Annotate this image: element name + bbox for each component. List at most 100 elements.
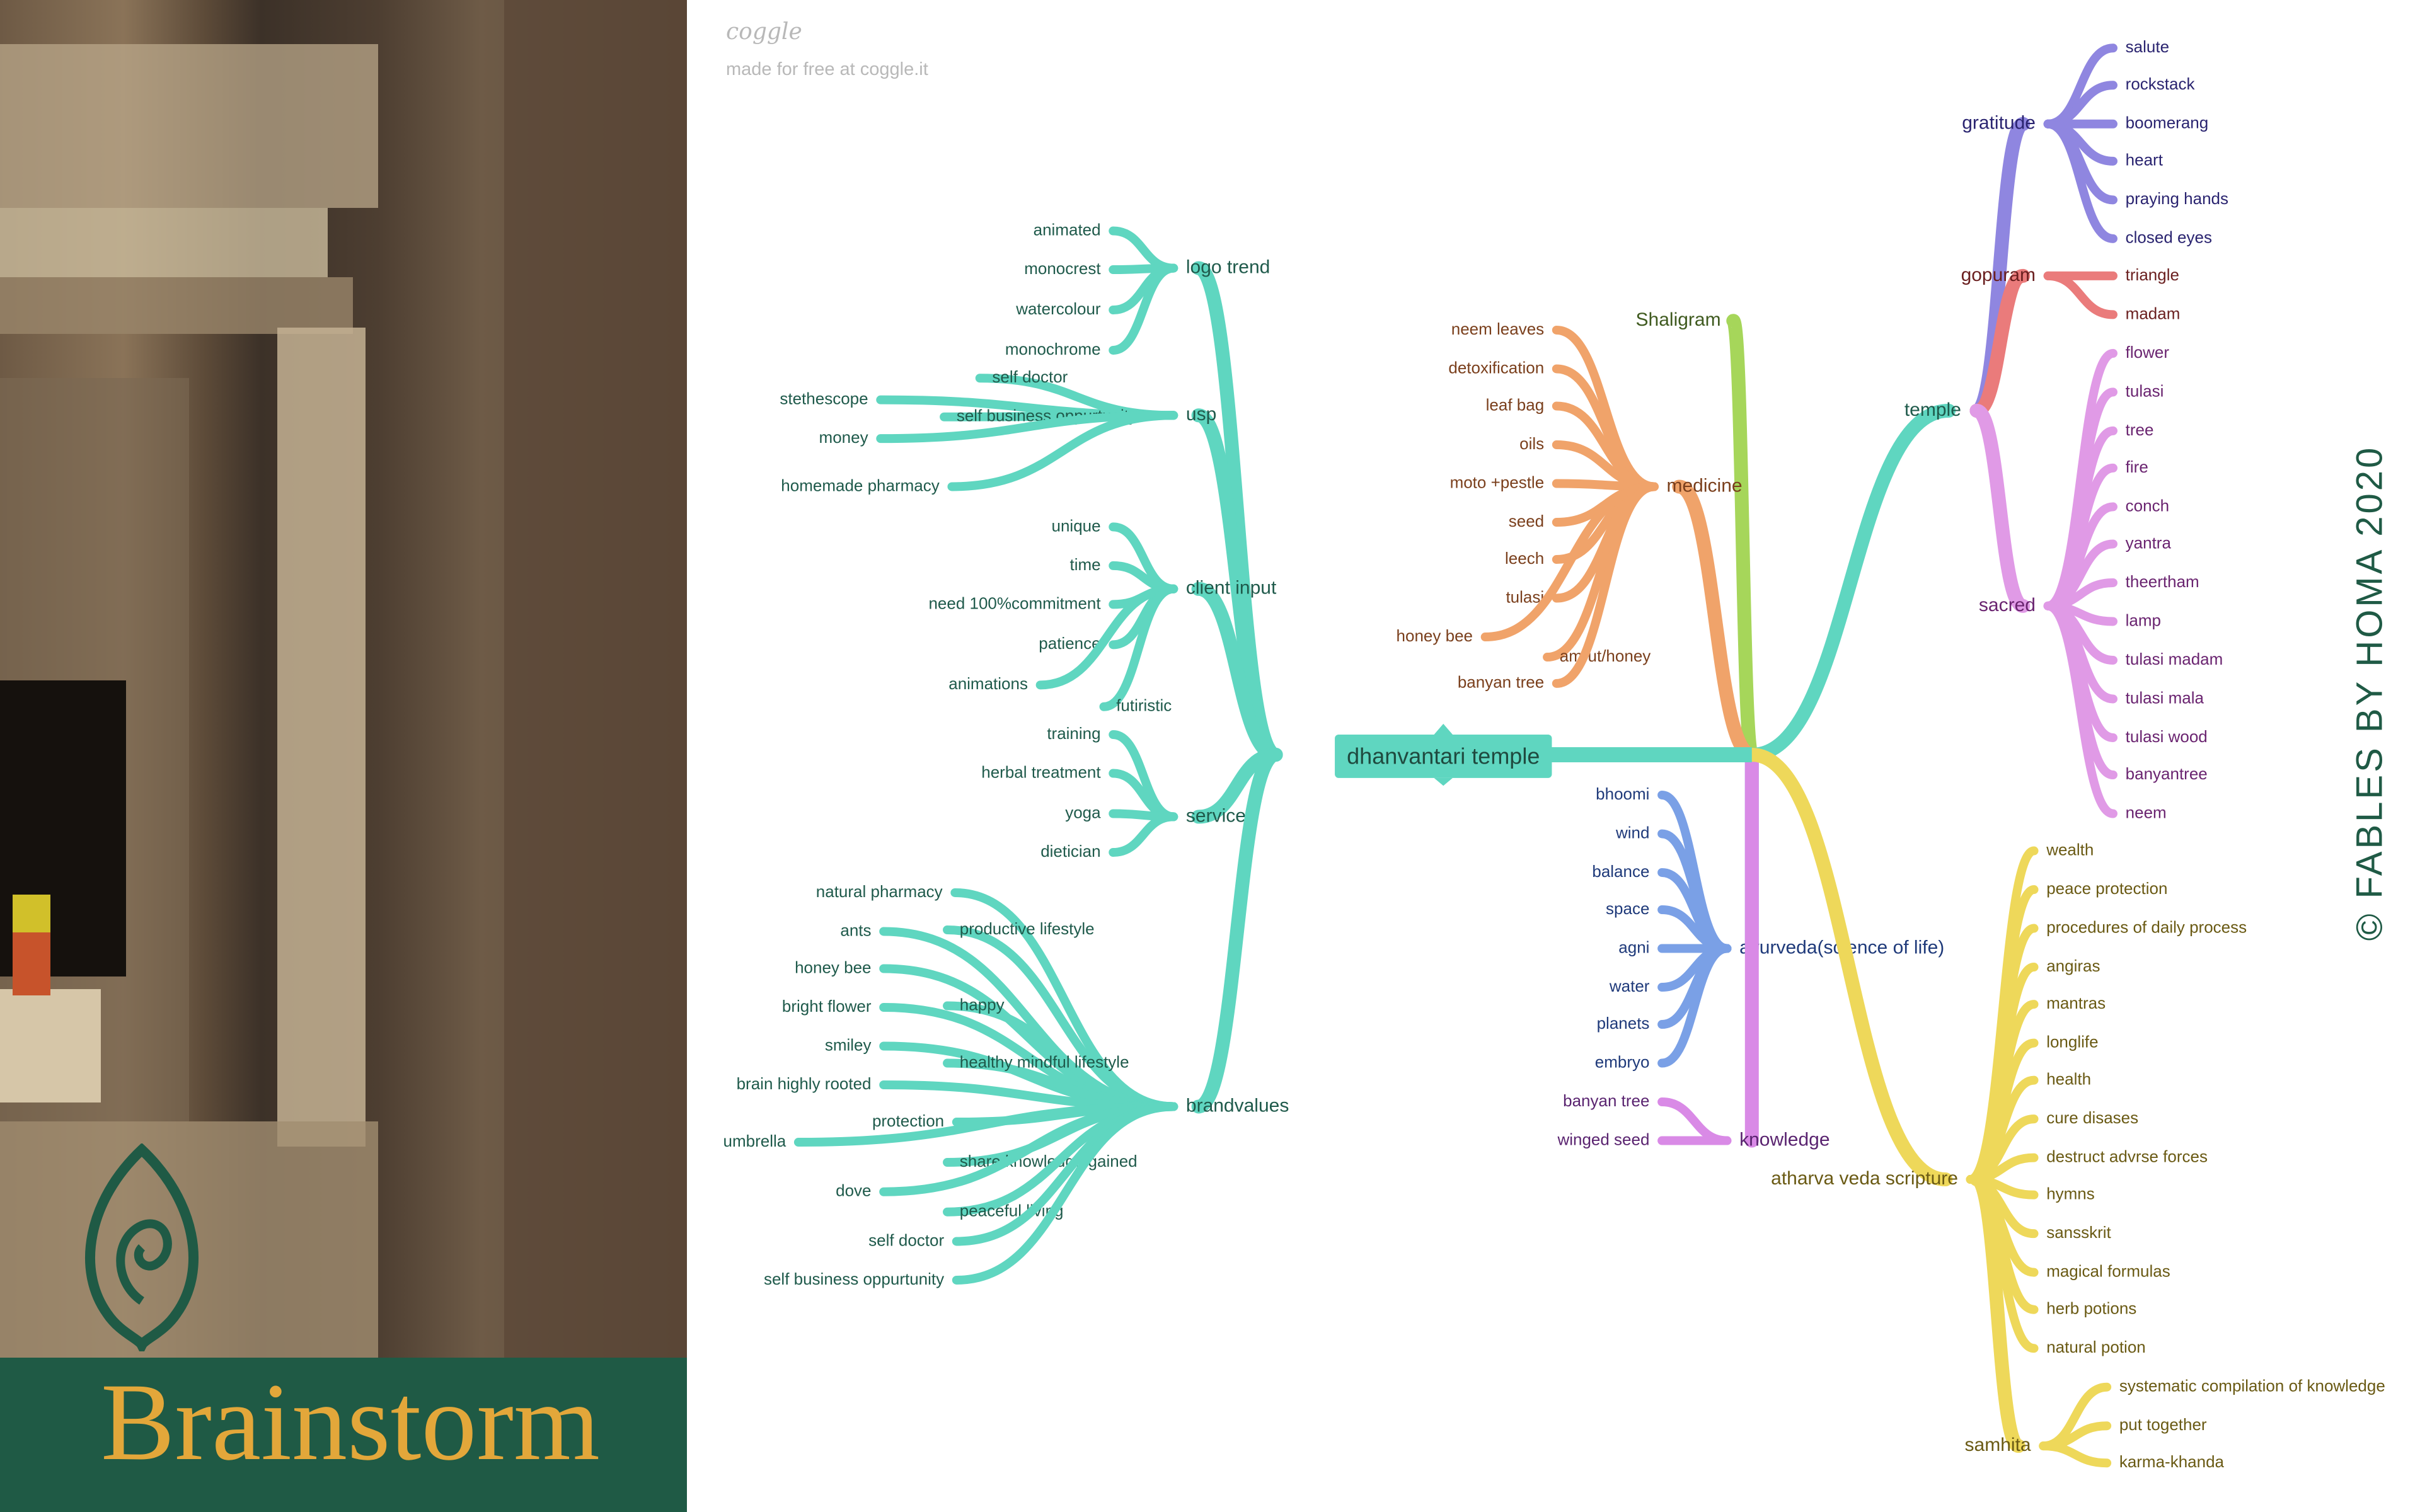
leaf-node[interactable]: sansskrit [2046, 1223, 2111, 1242]
branch-node[interactable]: samhita [1965, 1435, 2031, 1455]
leaf-node[interactable]: animated [1034, 220, 1101, 239]
leaf-node[interactable]: honey bee [795, 958, 871, 976]
leaf-node[interactable]: tree [2126, 420, 2154, 439]
leaf-node[interactable]: self doctor [868, 1230, 944, 1249]
leaf-node[interactable]: herbal treatment [981, 762, 1101, 781]
leaf-node[interactable]: agni [1618, 937, 1649, 956]
leaf-node[interactable]: oils [1519, 434, 1544, 453]
leaf-node[interactable]: destruct advrse forces [2046, 1147, 2208, 1166]
leaf-node[interactable]: self doctor [992, 367, 1068, 386]
branch-node[interactable]: service [1186, 805, 1246, 826]
leaf-node[interactable]: longlife [2046, 1032, 2098, 1051]
branch-node[interactable]: logo trend [1186, 257, 1270, 278]
leaf-node[interactable]: protection [872, 1111, 944, 1130]
branch-node[interactable]: atharva veda scripture [1771, 1168, 1958, 1189]
leaf-node[interactable]: monocrest [1024, 259, 1101, 278]
leaf-node[interactable]: yantra [2126, 533, 2172, 552]
leaf-node[interactable]: ants [840, 920, 871, 939]
leaf-node[interactable]: mantras [2046, 994, 2106, 1012]
leaf-node[interactable]: healthy mindful lifestyle [960, 1052, 1129, 1071]
branch-node[interactable]: temple [1904, 399, 1961, 420]
branch-node[interactable]: sacred [1979, 595, 2036, 616]
leaf-node[interactable]: leaf bag [1486, 395, 1545, 414]
leaf-node[interactable]: winged seed [1557, 1130, 1649, 1148]
leaf-node[interactable]: stethescope [780, 389, 868, 408]
leaf-node[interactable]: madam [2126, 304, 2181, 323]
leaf-node[interactable]: natural pharmacy [816, 882, 943, 901]
leaf-node[interactable]: bright flower [782, 997, 872, 1016]
leaf-node[interactable]: smiley [825, 1035, 872, 1054]
leaf-node[interactable]: animations [948, 674, 1028, 693]
leaf-node[interactable]: put together [2119, 1415, 2207, 1434]
leaf-node[interactable]: systematic compilation of knowledge [2119, 1377, 2385, 1395]
root-node-box[interactable] [1335, 735, 1552, 778]
branch-node[interactable]: usp [1186, 404, 1216, 425]
leaf-node[interactable]: neem [2126, 803, 2167, 822]
leaf-node[interactable]: banyantree [2126, 764, 2208, 783]
leaf-node[interactable]: health [2046, 1069, 2091, 1088]
leaf-node[interactable]: time [1069, 555, 1100, 574]
leaf-node[interactable]: unique [1052, 516, 1101, 535]
leaf-node[interactable]: rockstack [2126, 74, 2196, 93]
leaf-node[interactable]: dove [836, 1181, 871, 1200]
leaf-node[interactable]: embryo [1595, 1052, 1650, 1071]
leaf-node[interactable]: patience [1039, 634, 1100, 653]
leaf-node[interactable]: futiristic [1116, 696, 1172, 715]
leaf-node[interactable]: salute [2126, 37, 2169, 56]
leaf-node[interactable]: lamp [2126, 610, 2161, 629]
leaf-node[interactable]: cure disases [2046, 1108, 2138, 1127]
leaf-node[interactable]: productive lifestyle [960, 919, 1095, 938]
leaf-node[interactable]: banyan tree [1458, 673, 1544, 692]
leaf-node[interactable]: procedures of daily process [2046, 917, 2247, 936]
branch-node[interactable]: Shaligram [1636, 309, 1721, 330]
leaf-node[interactable]: money [819, 428, 868, 447]
leaf-node[interactable]: tulasi [1506, 587, 1544, 606]
leaf-node[interactable]: flower [2126, 343, 2170, 362]
leaf-node[interactable]: watercolour [1015, 299, 1101, 318]
leaf-node[interactable]: moto +pestle [1450, 472, 1545, 491]
leaf-node[interactable]: bhoomi [1596, 784, 1649, 803]
root-node[interactable]: dhanvantari temple [1347, 743, 1540, 769]
leaf-node[interactable]: detoxification [1448, 358, 1544, 377]
branch-node[interactable]: gratitude [1962, 113, 2036, 134]
leaf-node[interactable]: herb potions [2046, 1299, 2136, 1318]
leaf-node[interactable]: conch [2126, 496, 2169, 515]
leaf-node[interactable]: hymns [2046, 1184, 2095, 1203]
leaf-node[interactable]: water [1609, 976, 1650, 995]
leaf-node[interactable]: yoga [1065, 803, 1101, 822]
leaf-node[interactable]: homemade pharmacy [781, 476, 939, 495]
leaf-node[interactable]: banyan tree [1563, 1091, 1649, 1110]
branch-node[interactable]: brandvalues [1186, 1095, 1289, 1116]
leaf-node[interactable]: peace protection [2046, 879, 2167, 898]
leaf-node[interactable]: amrut/honey [1560, 646, 1651, 665]
leaf-node[interactable]: theertham [2126, 572, 2199, 591]
leaf-node[interactable]: leech [1505, 549, 1544, 568]
leaf-node[interactable]: brain highly rooted [737, 1074, 872, 1093]
leaf-node[interactable]: dietician [1040, 842, 1100, 861]
leaf-node[interactable]: karma-khanda [2119, 1452, 2225, 1471]
leaf-node[interactable]: tulasi [2126, 381, 2164, 400]
leaf-node[interactable]: praying hands [2126, 189, 2228, 208]
leaf-node[interactable]: tulasi madam [2126, 650, 2223, 668]
branch-node[interactable]: gopuram [1961, 265, 2036, 285]
leaf-node[interactable]: planets [1597, 1014, 1650, 1033]
leaf-node[interactable]: happy [960, 995, 1005, 1014]
leaf-node[interactable]: self business oppurtunity [764, 1269, 944, 1288]
leaf-node[interactable]: tulasi mala [2126, 688, 2204, 707]
leaf-node[interactable]: triangle [2126, 265, 2179, 284]
leaf-node[interactable]: need 100%commitment [928, 593, 1101, 612]
leaf-node[interactable]: seed [1509, 512, 1544, 530]
leaf-node[interactable]: heart [2126, 151, 2164, 169]
coggle-logo[interactable]: coggle [726, 19, 802, 45]
branch-node[interactable]: client input [1186, 578, 1277, 598]
leaf-node[interactable]: magical formulas [2046, 1262, 2170, 1281]
branch-node[interactable]: medicine [1667, 475, 1743, 496]
leaf-node[interactable]: wind [1615, 823, 1649, 842]
leaf-node[interactable]: training [1047, 724, 1100, 743]
leaf-node[interactable]: monochrome [1005, 340, 1101, 358]
leaf-node[interactable]: boomerang [2126, 113, 2209, 132]
branch-node[interactable]: knowledge [1739, 1129, 1829, 1150]
leaf-node[interactable]: fire [2126, 457, 2148, 476]
leaf-node[interactable]: angiras [2046, 956, 2100, 975]
leaf-node[interactable]: space [1606, 899, 1649, 918]
